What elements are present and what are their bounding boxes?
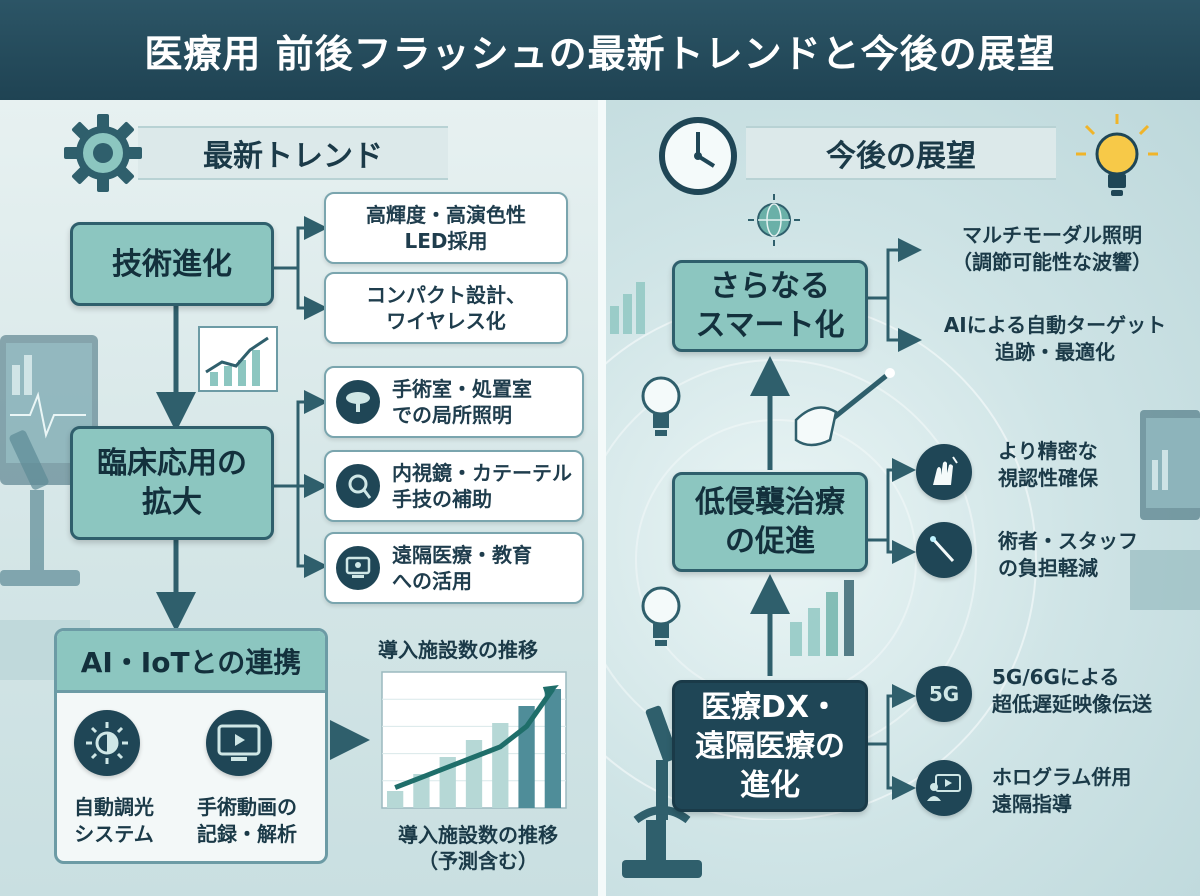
future-outlook-title: 今後の展望 (826, 139, 976, 174)
mini-bars-icon (790, 580, 854, 656)
minimal-invasive-box: 低侵襲治療 の促進 (672, 472, 868, 572)
clinical-expansion-box: 臨床応用の 拡大 (70, 426, 274, 540)
hand-pen-icon (794, 368, 895, 447)
future-outlook-banner: 今後の展望 (746, 126, 1056, 180)
tech-evolution-label: 技術進化 (112, 246, 232, 282)
hologram-video-icon (916, 760, 972, 816)
minimal-invasive-label: 低侵襲治療 の促進 (695, 485, 845, 559)
panel-divider (598, 100, 606, 896)
remote-education-icon (336, 546, 380, 590)
gear-icon (64, 114, 142, 192)
chart-bar (413, 774, 430, 808)
ai-iot-header: AI・IoTとの連携 (57, 631, 325, 693)
clinical-expansion-label: 臨床応用の 拡大 (97, 446, 247, 520)
smart-box: さらなる スマート化 (672, 260, 868, 352)
chart-trend-arrowhead (542, 685, 559, 699)
workstation-illustration-icon (1130, 410, 1200, 610)
clinical-item-surgery: 手術室・処置室 での局所照明 (324, 366, 584, 438)
medical-dx-label: 医療DX・ 遠隔医療の 進化 (695, 689, 845, 803)
auto-dimming-text: 自動調光 システム (74, 795, 154, 846)
auto-dimming-icon (74, 710, 140, 776)
chart-bar (465, 740, 483, 808)
video-recording-icon (206, 710, 272, 776)
right-panel: 今後の展望 (606, 100, 1200, 896)
smart-item-multimodal: マルチモーダル照明 （調節可能性な波響） (952, 223, 1152, 274)
clock-icon (659, 117, 737, 195)
ai-iot-label: AI・IoTとの連携 (80, 645, 302, 679)
clinical-item-endoscope-text: 内視鏡・カテーテル 手技の補助 (392, 461, 572, 511)
lightbulb-icon (641, 376, 681, 436)
clinical-item-remote: 遠隔医療・教育 への活用 (324, 532, 584, 604)
medical-dx-box: 医療DX・ 遠隔医療の 進化 (672, 680, 868, 812)
chart-bar (386, 791, 404, 808)
tech-item-led-text: 高輝度・高演色性 LED採用 (366, 203, 526, 253)
microscope-icon (622, 705, 702, 878)
small-growth-chart-icon (198, 326, 278, 392)
clinical-item-endoscope: 内視鏡・カテーテル 手技の補助 (324, 450, 584, 522)
left-connectors (156, 216, 370, 760)
smart-label: さらなる スマート化 (695, 269, 845, 343)
laser-pen-icon (916, 522, 972, 578)
video-analysis-text: 手術動画の 記録・解析 (197, 795, 297, 846)
chart-title: 導入施設数の推移 (378, 638, 538, 662)
tech-evolution-box: 技術進化 (70, 222, 274, 306)
page-header: 医療用 前後フラッシュの最新トレンドと今後の展望 (0, 0, 1200, 100)
clinical-item-surgery-text: 手術室・処置室 での局所照明 (392, 377, 532, 427)
surgical-light-icon (336, 380, 380, 424)
latest-trends-banner: 最新トレンド (138, 126, 448, 180)
minimal-item-precision: より精密な 視認性確保 (998, 439, 1098, 490)
chart-bar (492, 723, 509, 808)
chart-trend-line (394, 687, 555, 790)
tech-item-led: 高輝度・高演色性 LED採用 (324, 192, 568, 264)
hand-light-icon (916, 444, 972, 500)
chart-bar (544, 689, 562, 808)
dx-item-5g: 5G/6Gによる 超低遅延映像伝送 (992, 665, 1152, 716)
lightbulb-icon-2 (641, 586, 681, 646)
latest-trends-title: 最新トレンド (203, 139, 383, 174)
side-bars-icon (610, 282, 645, 334)
globe-icon (748, 194, 800, 246)
tech-item-compact-text: コンパクト設計、 ワイヤレス化 (366, 283, 526, 333)
dx-item-hologram: ホログラム併用 遠隔指導 (992, 765, 1132, 816)
5g-icon-label: 5G (928, 682, 960, 706)
tech-item-compact: コンパクト設計、 ワイヤレス化 (324, 272, 568, 344)
endoscope-icon (336, 464, 380, 508)
right-connectors (750, 238, 922, 800)
smart-item-ai-tracking: AIによる自動ターゲット 追跡・最適化 (943, 313, 1167, 364)
left-panel: 最新トレンド (0, 100, 598, 896)
facility-trend-chart (381, 671, 567, 809)
clinical-item-remote-text: 遠隔医療・教育 への活用 (392, 543, 532, 593)
idea-lightbulb-icon (1076, 114, 1158, 196)
minimal-item-burden: 術者・スタッフ の負担軽減 (998, 529, 1138, 580)
chart-caption: 導入施設数の推移 （予測含む） (398, 823, 558, 873)
5g-icon: 5G (916, 666, 972, 722)
page-title: 医療用 前後フラッシュの最新トレンドと今後の展望 (144, 31, 1056, 76)
